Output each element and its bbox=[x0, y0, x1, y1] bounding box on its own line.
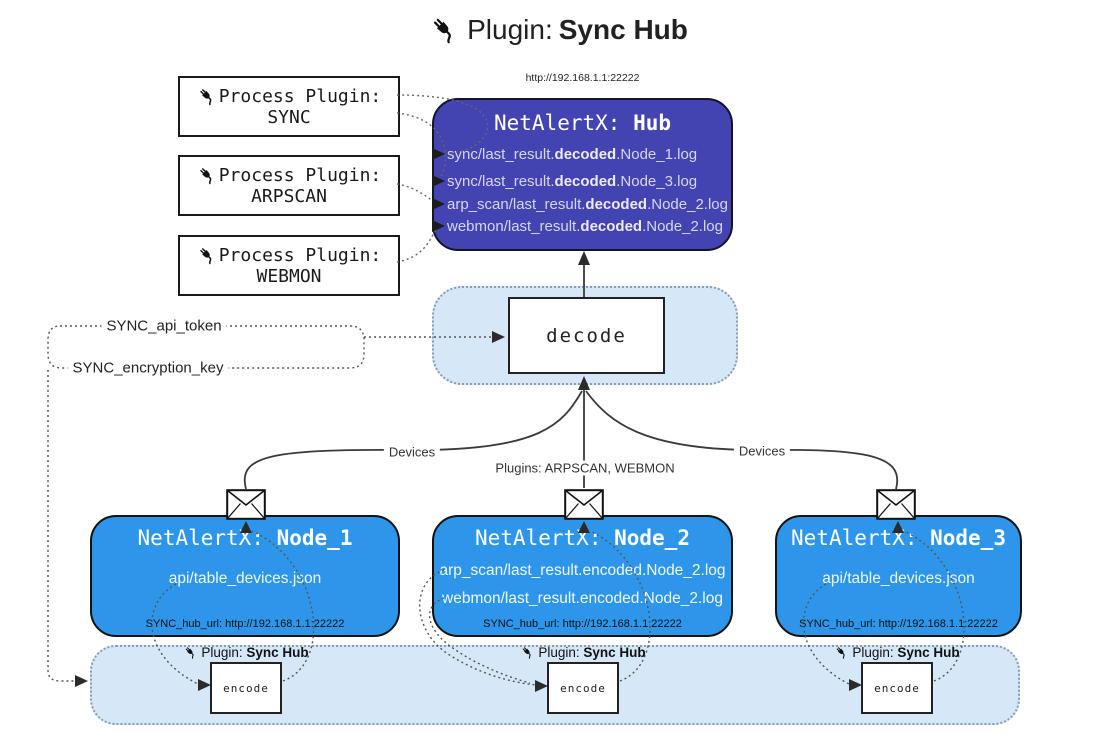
process-plugin-name: WEBMON bbox=[256, 265, 322, 287]
sync-hub-plugin-label: Plugin: Sync Hub bbox=[520, 645, 646, 660]
node-hub-url: SYNC_hub_url: http://192.168.1.1:22222 bbox=[483, 618, 682, 630]
process-plugin-name: SYNC bbox=[267, 106, 311, 128]
devices-right-label: Devices bbox=[733, 443, 791, 459]
plug-icon bbox=[434, 18, 452, 44]
netalertx-node1-box: NetAlertX: Node_1 api/table_devices.json… bbox=[90, 515, 400, 637]
node-file-line: webmon/last_result.encoded.Node_2.log bbox=[442, 589, 723, 607]
process-plugin-label: Process Plugin: bbox=[218, 164, 382, 186]
hub-log-line: webmon/last_result.decoded.Node_2.log bbox=[447, 218, 723, 236]
sync-hub-plugin-label: Plugin: Sync Hub bbox=[183, 645, 309, 660]
plug-icon bbox=[199, 247, 212, 264]
title-name: Sync Hub bbox=[558, 14, 688, 45]
plug-icon bbox=[522, 647, 531, 659]
process-plugin-box-webmon: Process Plugin: WEBMON bbox=[178, 235, 400, 296]
sync-hub-plugin-label: Plugin: Sync Hub bbox=[834, 645, 960, 660]
encode-box: encode bbox=[210, 662, 282, 714]
hub-log-line: sync/last_result.decoded.Node_3.log bbox=[447, 173, 698, 191]
devices-left-label: Devices bbox=[383, 444, 441, 460]
envelope-icon bbox=[564, 489, 604, 520]
node-file-line: arp_scan/last_result.encoded.Node_2.log bbox=[439, 562, 726, 580]
sync-api-token-label: SYNC_api_token bbox=[101, 317, 227, 335]
plug-icon bbox=[836, 647, 845, 659]
plug-icon bbox=[185, 647, 194, 659]
node-file-line: api/table_devices.json bbox=[168, 570, 322, 588]
envelope-icon bbox=[226, 489, 266, 520]
plug-icon bbox=[199, 88, 212, 105]
title-prefix: Plugin: bbox=[467, 14, 553, 45]
hub-log-line: arp_scan/last_result.decoded.Node_2.log bbox=[447, 196, 728, 214]
node-title: NetAlertX: Node_3 bbox=[791, 526, 1006, 550]
process-plugin-label: Process Plugin: bbox=[218, 244, 382, 266]
sync-encryption-key-label: SYNC_encryption_key bbox=[67, 359, 229, 377]
process-plugin-name: ARPSCAN bbox=[251, 185, 327, 207]
node-hub-url: SYNC_hub_url: http://192.168.1.1:22222 bbox=[145, 618, 345, 630]
process-plugin-box-sync: Process Plugin: SYNC bbox=[178, 76, 400, 137]
hub-url-label: http://192.168.1.1:22222 bbox=[525, 72, 640, 84]
envelope-icon bbox=[876, 489, 916, 520]
netalertx-hub-box: NetAlertX: Hub sync/last_result.decoded.… bbox=[432, 98, 733, 251]
encode-box: encode bbox=[861, 662, 933, 714]
plug-icon bbox=[199, 167, 212, 184]
node-title: NetAlertX: Node_2 bbox=[475, 526, 690, 550]
node-title: NetAlertX: Node_1 bbox=[137, 526, 353, 550]
node-hub-url: SYNC_hub_url: http://192.168.1.1:22222 bbox=[799, 618, 998, 630]
encode-box: encode bbox=[547, 662, 619, 714]
netalertx-node3-box: NetAlertX: Node_3 api/table_devices.json… bbox=[775, 515, 1022, 637]
netalertx-node2-box: NetAlertX: Node_2 arp_scan/last_result.e… bbox=[432, 515, 733, 637]
plugins-mid-label: Plugins: ARPSCAN, WEBMON bbox=[490, 460, 680, 476]
process-plugin-box-arpscan: Process Plugin: ARPSCAN bbox=[178, 155, 400, 216]
page-title: Plugin: Sync Hub bbox=[0, 14, 1117, 46]
process-plugin-label: Process Plugin: bbox=[218, 85, 382, 107]
hub-title: NetAlertX: Hub bbox=[493, 111, 671, 135]
decode-box: decode bbox=[508, 297, 665, 374]
hub-log-line: sync/last_result.decoded.Node_1.log bbox=[447, 146, 698, 164]
node-file-line: api/table_devices.json bbox=[822, 570, 975, 588]
